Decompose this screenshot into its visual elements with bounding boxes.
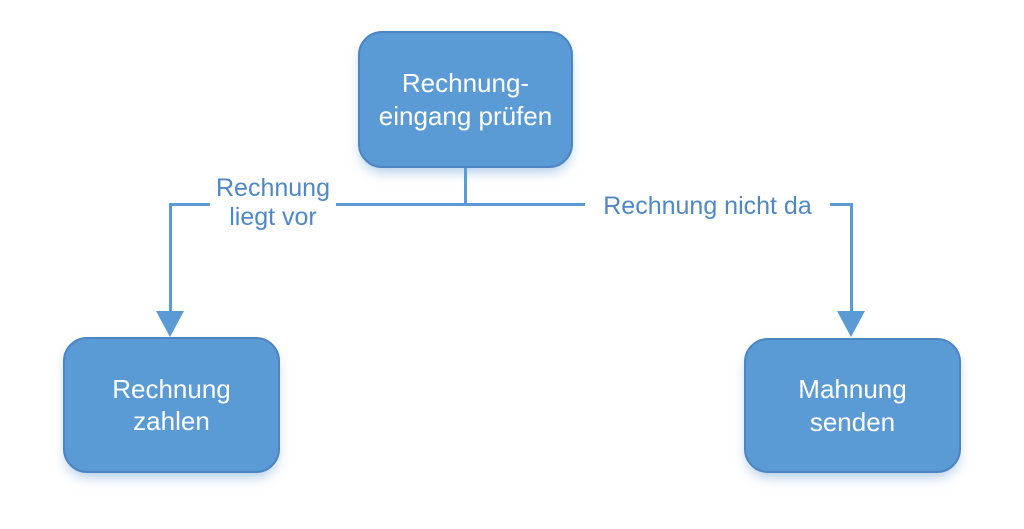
arrowhead-down-icon-left (156, 311, 184, 337)
connector-horizontal-branch (169, 203, 853, 206)
connector-vertical-left (169, 203, 172, 315)
connector-stem-top-node (464, 168, 467, 205)
edge-label-rechnung-nicht-da: Rechnung nicht da (585, 192, 830, 220)
node-rechnung-zahlen[interactable]: Rechnung zahlen (63, 337, 280, 473)
node-rechnungseingang-pruefen[interactable]: Rechnung- eingang prüfen (358, 31, 573, 168)
connector-vertical-right (850, 203, 853, 315)
arrowhead-down-icon-right (837, 311, 865, 337)
node-mahnung-senden[interactable]: Mahnung senden (744, 338, 961, 473)
edge-label-rechnung-liegt-vor: Rechnung liegt vor (210, 174, 336, 232)
